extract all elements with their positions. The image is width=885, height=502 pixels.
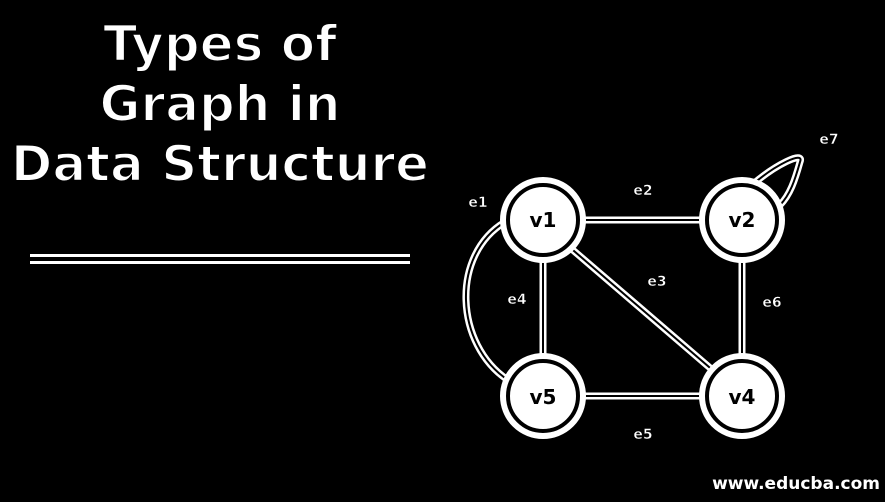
- title-line-2: Graph in: [99, 74, 342, 134]
- title-line-3: Data Structure: [10, 134, 430, 194]
- vertex-v5: [500, 353, 586, 439]
- edge-label-e6: e6: [762, 295, 781, 311]
- title-divider: [30, 254, 410, 264]
- vertex-v1: [500, 177, 586, 263]
- edge-e1: [462, 218, 512, 384]
- vertex-label-v2: v2: [729, 208, 756, 232]
- vertex-label-v5: v5: [530, 385, 557, 409]
- edge-label-e2: e2: [633, 183, 652, 199]
- vertex-v2: [699, 177, 785, 263]
- vertex-label-v4: v4: [729, 385, 756, 409]
- vertex-v4: [699, 353, 785, 439]
- vertex-label-v1: v1: [530, 208, 557, 232]
- edge-label-e5: e5: [633, 427, 652, 443]
- edge-label-e4: e4: [507, 292, 526, 308]
- edge-label-e1: e1: [468, 195, 487, 211]
- title-line-1: Types of: [102, 14, 338, 74]
- edge-label-e3: e3: [647, 274, 666, 290]
- page-title: Types of Graph in Data Structure: [0, 14, 440, 194]
- site-url: www.educba.com: [712, 474, 880, 494]
- edge-label-e7: e7: [819, 132, 838, 148]
